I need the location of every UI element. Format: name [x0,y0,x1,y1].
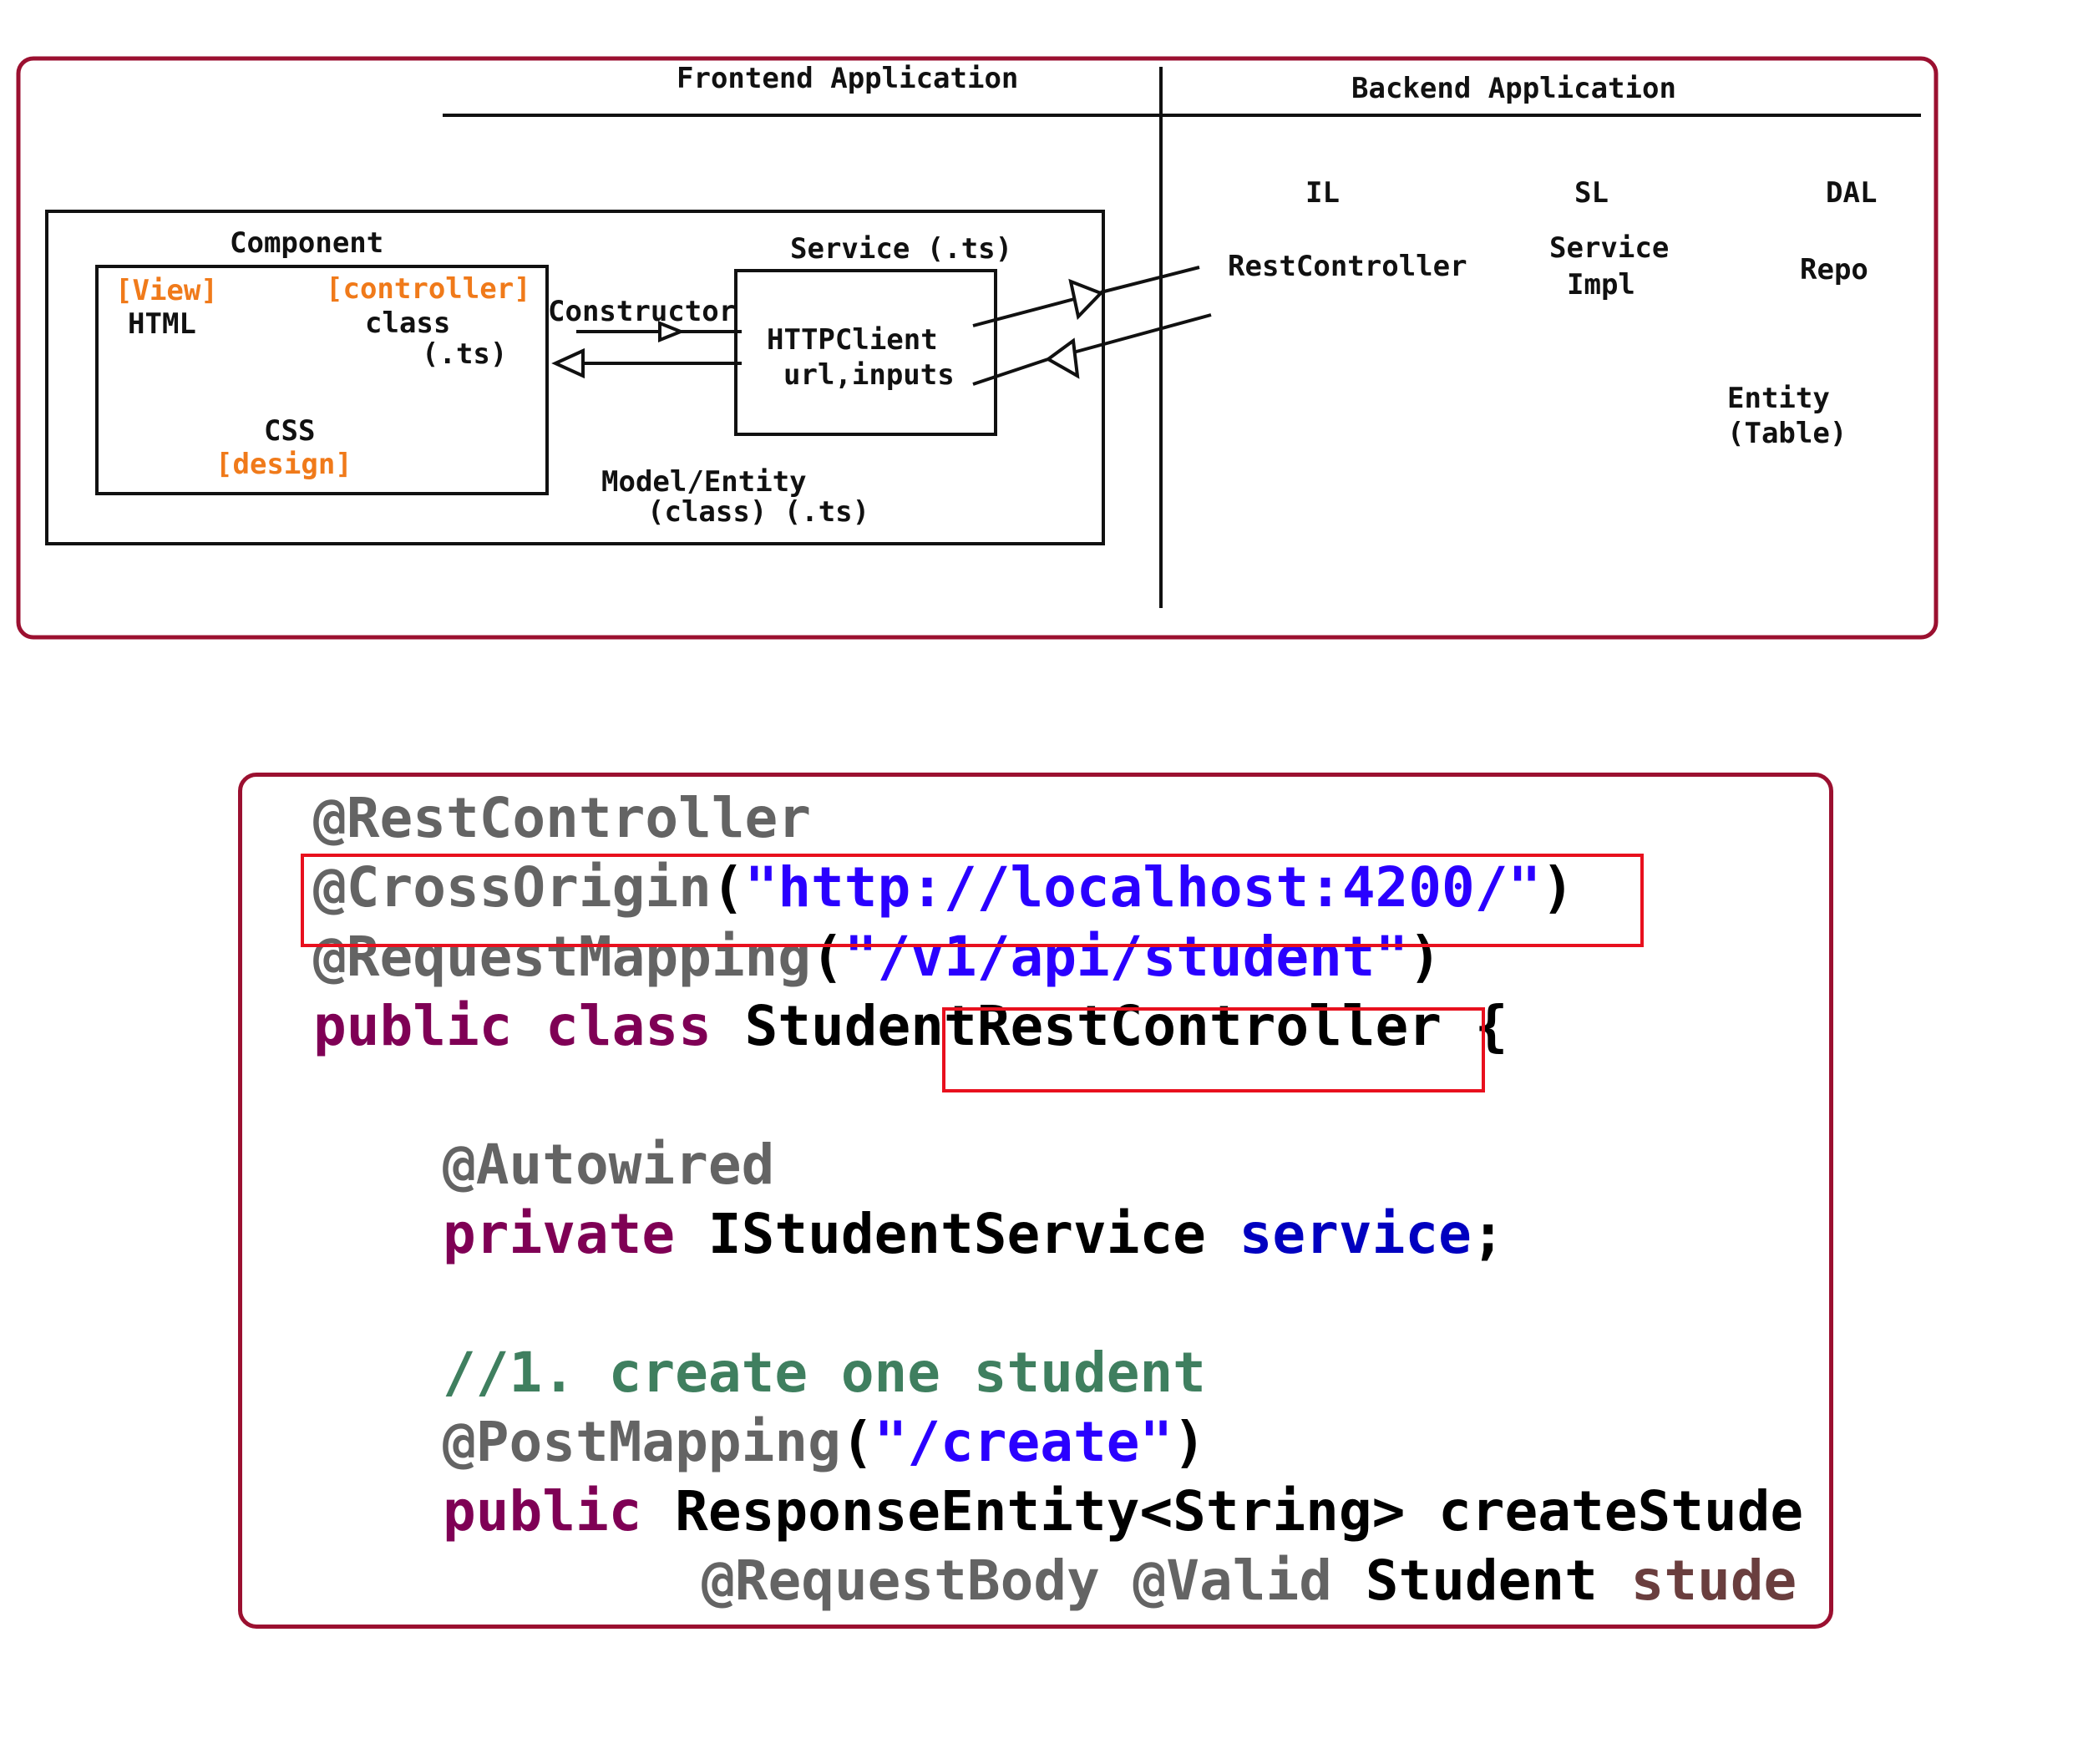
code-token-annotation: @CrossOrigin [313,855,712,920]
code-line: //1. create one student [443,1340,1206,1407]
code-token-annotation: @Autowired [443,1133,775,1197]
restcontroller-label: RestController [1228,250,1467,283]
controller-tag: [controller] [326,272,531,306]
code-token-plain: Student [1365,1549,1631,1613]
url-inputs-label: url,inputs [783,358,955,392]
ts-label: (.ts) [422,337,508,371]
code-token-param: stude [1630,1549,1797,1613]
httpclient-label: HTTPClient [767,323,938,357]
backend-title: Backend Application [1351,72,1676,105]
model-entity-label: Model/Entity [601,465,807,499]
code-token-plain: ; [1471,1202,1505,1266]
code-token-string: "/create" [874,1410,1173,1474]
code-line: @Autowired [443,1132,774,1199]
service-impl-label: Service [1549,231,1670,265]
code-token-plain: ( [711,855,745,920]
service-impl-label-2: Impl [1567,268,1635,302]
frontend-box [45,210,1105,545]
code-token-plain: ( [811,925,844,989]
table-label: (Table) [1727,417,1847,450]
code-token-plain: IStudentService [707,1202,1239,1266]
repo-label: Repo [1800,253,1868,286]
code-line: @RequestBody @Valid Student stude [702,1548,1797,1614]
code-line: public ResponseEntity<String> createStud… [443,1478,1803,1545]
code-token-plain: ) [1541,855,1574,920]
code-snippet-panel: @RestController@CrossOrigin("http://loca… [238,773,1833,1629]
sl-label: SL [1574,176,1609,210]
code-token-plain: StudentRestController { [744,994,1508,1058]
constructor-label: Constructor [548,295,737,328]
entity-label: Entity [1727,382,1830,415]
component-box [95,265,549,495]
code-line: private IStudentService service; [443,1201,1505,1268]
code-token-keyword: private [443,1202,708,1266]
code-line: public class StudentRestController { [313,993,1508,1060]
code-token-keyword: public class [313,994,745,1058]
code-token-annotation: @RequestBody @Valid [702,1549,1366,1613]
code-token-keyword: public [443,1479,676,1544]
request-arrow-icon [972,266,1200,327]
restcontroller-highlight [942,1007,1485,1092]
dal-label: DAL [1826,176,1878,210]
code-token-string: "/v1/api/student" [844,925,1409,989]
code-line: @PostMapping("/create") [443,1409,1206,1476]
code-line: @CrossOrigin("http://localhost:4200/") [313,854,1574,921]
diagram-frame [16,56,1939,640]
service-box [734,269,997,436]
code-token-plain: ) [1408,925,1442,989]
frontend-title: Frontend Application [677,62,1019,95]
code-token-plain: ResponseEntity<String> createStude [675,1479,1804,1544]
code-token-plain: ) [1173,1410,1206,1474]
code-token-comment: //1. create one student [443,1341,1206,1405]
response-arrow-icon [972,313,1212,386]
css-label: CSS [264,414,316,448]
code-token-string: "http://localhost:4200/" [744,855,1542,920]
code-token-field: service [1239,1202,1472,1266]
constructor-arrow-icon [576,321,742,342]
code-line: @RequestMapping("/v1/api/student") [313,924,1442,991]
html-label: HTML [128,307,196,341]
return-arrow-icon [551,347,742,379]
code-token-plain: ( [840,1410,874,1474]
view-tag: [View] [115,274,218,307]
component-label: Component [230,226,384,260]
crossorigin-highlight [301,854,1644,947]
il-label: IL [1305,176,1340,210]
code-token-annotation: @PostMapping [443,1410,841,1474]
model-class-label: (class) (.ts) [647,495,870,529]
service-label: Service (.ts) [790,232,1013,266]
design-tag: [design] [215,448,352,481]
class-label: class [365,307,451,340]
code-token-annotation: @RequestMapping [313,925,812,989]
code-line: @RestController [313,785,811,852]
architecture-diagram [16,56,1939,640]
code-token-annotation: @RestController [313,786,812,850]
